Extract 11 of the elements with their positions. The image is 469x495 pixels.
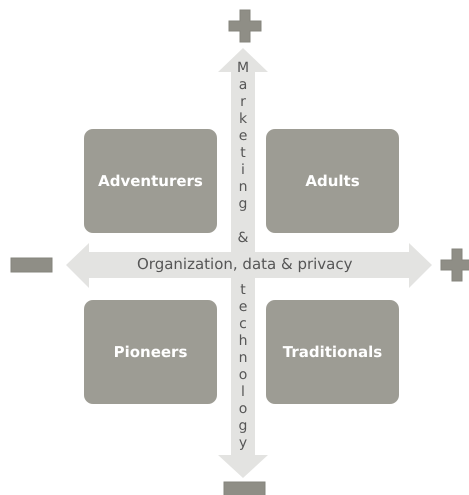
segment-box [266, 300, 399, 404]
segment-box [84, 300, 217, 404]
segment-label: Pioneers [114, 343, 188, 361]
axis-label: Organization, data & privacy [137, 255, 353, 273]
segment-label: Traditionals [282, 343, 382, 361]
segment-label: Adults [305, 172, 360, 190]
segment-box [266, 129, 399, 233]
segment-box [84, 129, 217, 233]
axis-label: Marketing & [234, 60, 252, 247]
segment-label: Adventurers [98, 172, 203, 190]
axis-label: technology [234, 282, 252, 452]
